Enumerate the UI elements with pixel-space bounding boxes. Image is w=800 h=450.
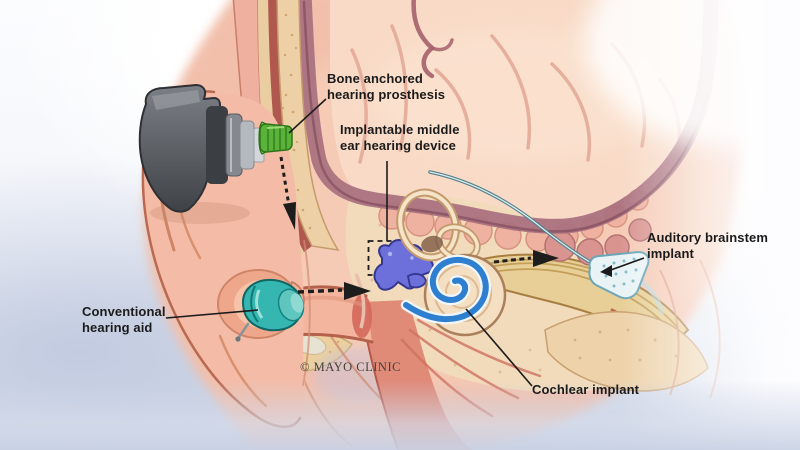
coupling-disc-large (206, 106, 228, 184)
pointer-conventional (165, 309, 259, 319)
sound-path-arrow-canal (297, 288, 343, 294)
sound-path-arrow-nerve (493, 256, 532, 264)
label-pointer-lines (165, 98, 645, 387)
bottom-fade (0, 380, 800, 450)
hearing-aid-pull-cord (237, 322, 250, 339)
ear-canal (290, 273, 374, 344)
conventional-hearing-aid-illustration (235, 278, 305, 342)
attribution-mayo-clinic: © MAYO CLINIC (300, 360, 401, 374)
sound-path-arrow-bone (279, 156, 291, 207)
label-bone-anchored-hearing-prosthesis: Bone anchored hearing prosthesis (327, 71, 446, 102)
pointer-cochlear (465, 308, 533, 387)
cochlea (400, 253, 507, 337)
brain-fissure (411, 0, 454, 79)
eardrum (354, 273, 366, 329)
label-conventional-hearing-aid: Conventional hearing aid (82, 304, 166, 335)
stapes (406, 273, 427, 289)
label-implantable-middle-ear-device: Implantable middle ear hearing device (340, 122, 460, 153)
sound-path-arrows (279, 156, 559, 300)
vestibule (421, 235, 443, 253)
subcutaneous-layer (258, 0, 304, 262)
bone-anchored-device-illustration (138, 83, 293, 224)
right-fade (620, 0, 800, 450)
label-cochlear-implant: Cochlear implant (532, 382, 640, 397)
pointer-bone-anchored (288, 98, 327, 134)
label-auditory-brainstem-implant: Auditory brainstem implant (647, 230, 768, 261)
coupling-disc-small (239, 120, 255, 170)
cochlear-implant-electrode (403, 256, 489, 323)
pointer-abi (607, 257, 645, 272)
